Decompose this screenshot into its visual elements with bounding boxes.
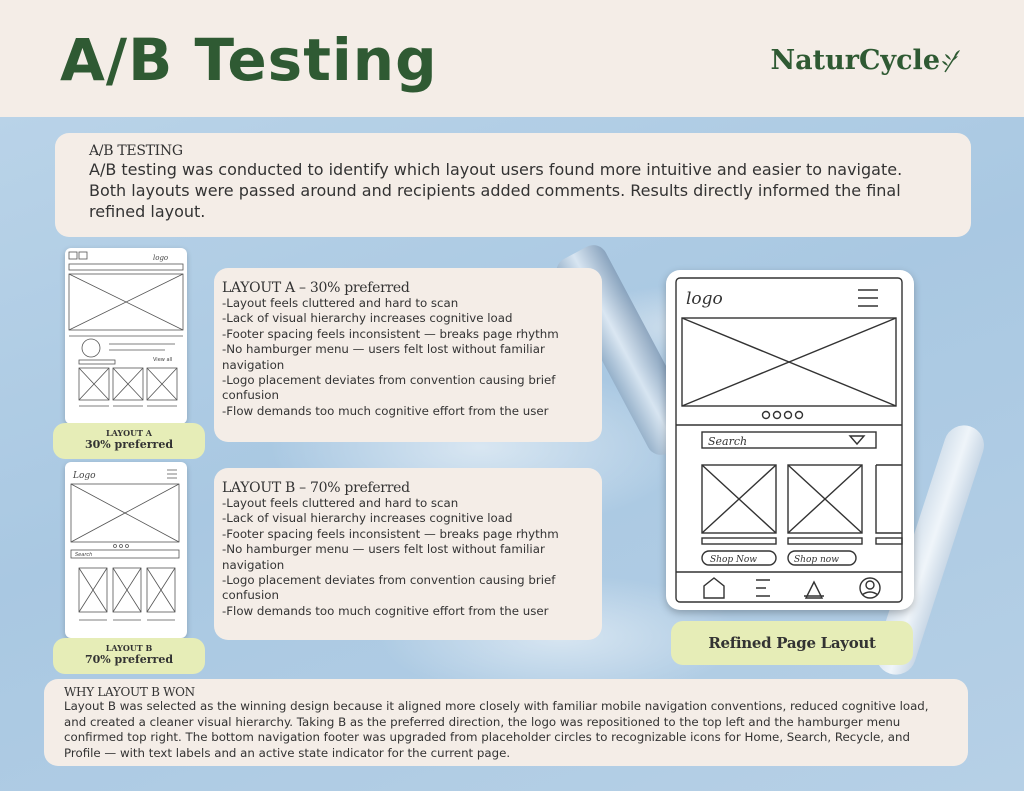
layout-a-bullet: -Flow demands too much cognitive effort … bbox=[222, 403, 549, 418]
intro-heading: A/B TESTING bbox=[89, 143, 183, 159]
why-heading: WHY LAYOUT B WON bbox=[64, 685, 195, 699]
page-title: A/B Testing bbox=[60, 26, 438, 94]
layout-a-pill: LAYOUT A 30% preferred bbox=[53, 423, 205, 459]
thumb-a-view-all: View all bbox=[153, 357, 172, 363]
layout-b-bullet: -Layout feels cluttered and hard to scan bbox=[222, 496, 459, 510]
layout-b-pill-sub: 70% preferred bbox=[84, 653, 174, 666]
refined-shop-now: Shop Now bbox=[710, 555, 757, 565]
layout-a-sketch: logo View all bbox=[68, 251, 184, 407]
intro-card: A/B TESTING A/B testing was conducted to… bbox=[55, 133, 971, 237]
refined-logo: logo bbox=[686, 289, 723, 309]
layout-a-bullet: -Logo placement deviates from convention… bbox=[222, 373, 556, 403]
brand-logo: NaturCycle bbox=[770, 45, 962, 76]
why-card: WHY LAYOUT B WON Layout B was selected a… bbox=[44, 679, 968, 766]
layout-b-bullet: -Logo placement deviates from convention… bbox=[222, 573, 556, 603]
layout-b-card: LAYOUT B – 70% preferred -Layout feels c… bbox=[214, 468, 602, 640]
layout-b-bullet: -No hamburger menu — users felt lost wit… bbox=[222, 542, 545, 572]
layout-a-bullet: -Layout feels cluttered and hard to scan bbox=[222, 296, 459, 310]
layout-a-pill-sub: 30% preferred bbox=[84, 438, 174, 451]
layout-a-heading: LAYOUT A – 30% preferred bbox=[222, 280, 410, 296]
layout-a-pill-title: LAYOUT A bbox=[105, 428, 153, 438]
layout-b-bullet: -Footer spacing feels inconsistent — bre… bbox=[222, 526, 559, 541]
refined-shop-now-2: Shop now bbox=[794, 555, 839, 565]
home-icon bbox=[703, 577, 725, 599]
refined-label: Refined Page Layout bbox=[671, 621, 913, 665]
intro-body: A/B testing was conducted to identify wh… bbox=[89, 160, 903, 221]
layout-b-wireframe: Logo Search bbox=[65, 462, 187, 638]
recycle-icon bbox=[804, 580, 824, 599]
thumb-b-search: Search bbox=[75, 552, 92, 558]
layout-a-card: LAYOUT A – 30% preferred -Layout feels c… bbox=[214, 268, 602, 442]
refined-sketch: logo Search Shop Now Shop now bbox=[675, 277, 903, 603]
layout-b-bullet: -Lack of visual hierarchy increases cogn… bbox=[222, 511, 513, 526]
layout-b-bullet: -Flow demands too much cognitive effort … bbox=[222, 603, 549, 618]
layout-a-bullet: -Lack of visual hierarchy increases cogn… bbox=[222, 311, 513, 326]
layout-b-pill-title: LAYOUT B bbox=[105, 643, 153, 653]
layout-a-bullet: -Footer spacing feels inconsistent — bre… bbox=[222, 326, 559, 341]
layout-a-wireframe: logo View all bbox=[65, 248, 187, 424]
thumb-a-logo: logo bbox=[153, 254, 168, 262]
profile-icon bbox=[859, 577, 881, 599]
refined-wireframe: logo Search Shop Now Shop now bbox=[666, 270, 914, 610]
layout-a-bullet: -No hamburger menu — users felt lost wit… bbox=[222, 342, 545, 372]
search-icon bbox=[756, 579, 770, 597]
refined-search: Search bbox=[708, 435, 747, 448]
layout-b-sketch: Logo Search bbox=[70, 469, 180, 621]
leaf-sprig-icon bbox=[942, 48, 962, 74]
page-header: A/B Testing NaturCycle bbox=[0, 0, 1024, 117]
layout-b-pill: LAYOUT B 70% preferred bbox=[53, 638, 205, 674]
brand-name: NaturCycle bbox=[770, 45, 940, 76]
layout-b-heading: LAYOUT B – 70% preferred bbox=[222, 480, 410, 496]
why-body: Layout B was selected as the winning des… bbox=[64, 699, 929, 760]
thumb-b-logo: Logo bbox=[72, 471, 96, 481]
